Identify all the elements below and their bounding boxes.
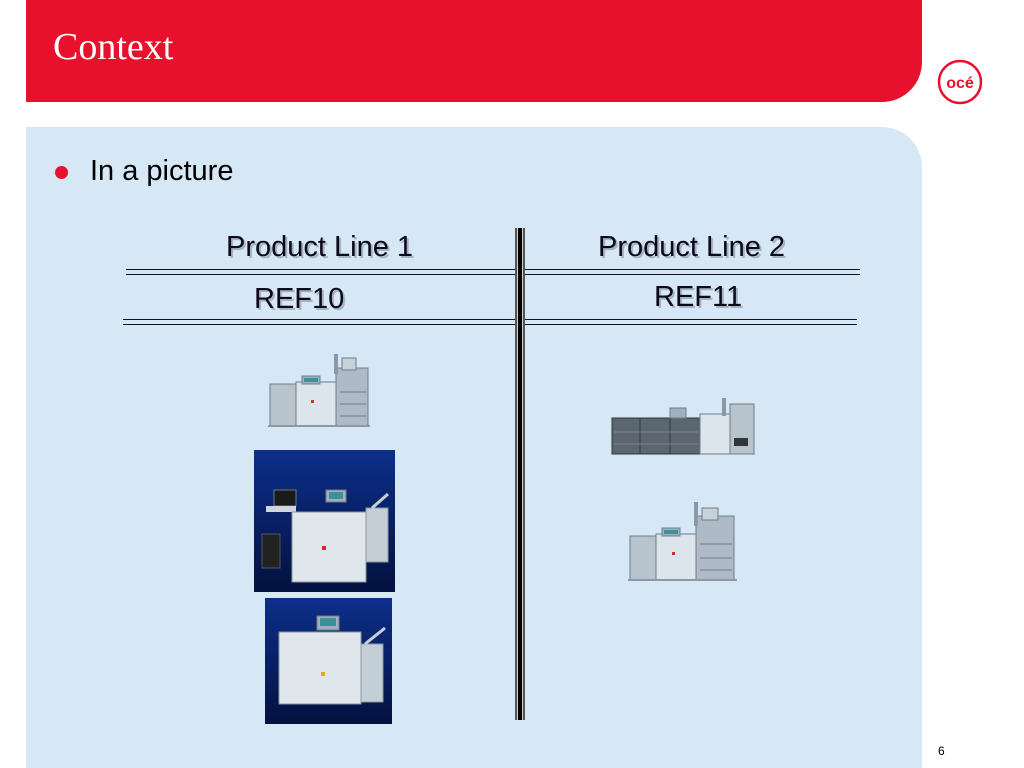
column-heading-product-line-1: Product Line 1: [226, 231, 414, 263]
oce-logo: océ: [937, 59, 983, 105]
printer-image-3: [265, 598, 392, 724]
column-heading-product-line-2: Product Line 2: [598, 231, 786, 263]
printer-image-2: [254, 450, 395, 592]
title-bar: [26, 0, 922, 102]
header-divider: [126, 269, 860, 275]
slide-title: Context: [53, 26, 174, 68]
printer-image-5: [628, 502, 737, 581]
ref-divider: [123, 319, 857, 325]
ref-label-product-line-1: REF10: [254, 283, 345, 315]
svg-text:océ: océ: [946, 75, 974, 92]
page-number: 6: [938, 744, 945, 758]
content-panel: [26, 127, 922, 768]
bullet-text: In a picture: [90, 155, 234, 187]
printer-image-1: [268, 354, 370, 427]
ref-label-product-line-2: REF11: [654, 281, 743, 313]
bullet-icon: [55, 166, 68, 179]
column-divider: [515, 228, 525, 720]
printer-image-4: [611, 398, 755, 455]
